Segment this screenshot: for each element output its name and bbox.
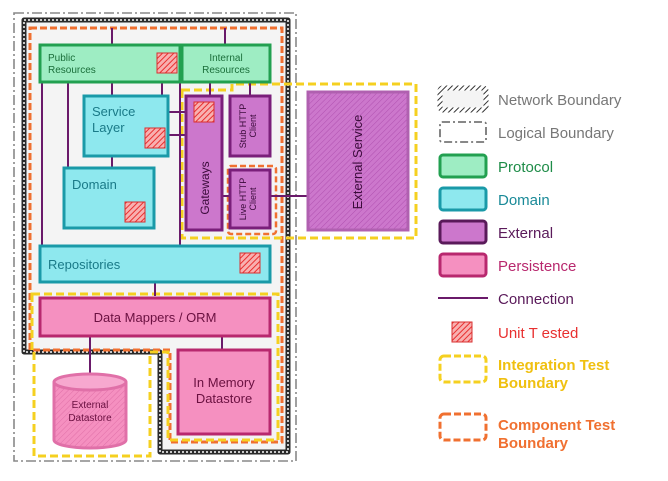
- unit-tested-marker: [156, 52, 178, 74]
- legend-domain-swatch: [438, 186, 488, 212]
- legend-logical-swatch: [439, 121, 487, 143]
- repositories-label: Repositories: [48, 257, 121, 272]
- component-test-boundary-stub: [226, 164, 278, 236]
- legend-component-swatch: [438, 412, 488, 442]
- data-mappers-box: [38, 296, 272, 338]
- legend-protocol-label: Protocol: [498, 159, 553, 176]
- unit-tested-marker: [193, 101, 215, 123]
- in-memory-datastore-box: [176, 348, 272, 436]
- external-datastore: [52, 372, 128, 450]
- internal-resources-box: [180, 43, 272, 84]
- legend-domain-label: Domain: [498, 192, 550, 209]
- legend-persistence-swatch: [438, 252, 488, 278]
- unit-tested-marker: [144, 127, 166, 149]
- unit-tested-marker: [124, 201, 146, 223]
- repositories-box: [38, 244, 272, 284]
- integration-test-boundary-persistence: [30, 292, 280, 458]
- live-http-client-label: Live HTTPClient: [238, 178, 258, 221]
- gateways-label: Gateways: [198, 161, 212, 214]
- legend-network-label: Network Boundary: [498, 92, 622, 109]
- external-service-box: [306, 90, 410, 232]
- integration-test-boundary-external: [180, 82, 418, 240]
- data-mappers-label: Data Mappers / ORM: [94, 310, 217, 325]
- legend-unit-tested-label: Unit T ested: [498, 325, 578, 342]
- domain-label: Domain: [72, 177, 117, 192]
- legend-external-label: External: [498, 225, 553, 242]
- legend-logical-label: Logical Boundary: [498, 125, 614, 142]
- stub-http-client-label: Stub HTTPClient: [238, 104, 258, 149]
- legend-integration-swatch: [438, 354, 488, 384]
- legend-network-swatch: [437, 85, 489, 113]
- legend-unit-tested-swatch: [451, 321, 473, 343]
- unit-tested-marker: [239, 252, 261, 274]
- live-http-client-box: [228, 168, 272, 230]
- legend-protocol-swatch: [438, 153, 488, 179]
- legend-persistence-label: Persistence: [498, 258, 576, 275]
- stub-http-client-box: [228, 94, 272, 158]
- connections: [41, 28, 308, 378]
- external-service-label: External Service: [350, 115, 365, 210]
- legend-external-swatch: [438, 219, 488, 245]
- logical-boundary-outer: [13, 12, 297, 462]
- component-test-boundary: [28, 26, 284, 444]
- legend: Network Boundary Logical Boundary Protoc…: [437, 85, 622, 452]
- legend-connection-label: Connection: [498, 291, 574, 308]
